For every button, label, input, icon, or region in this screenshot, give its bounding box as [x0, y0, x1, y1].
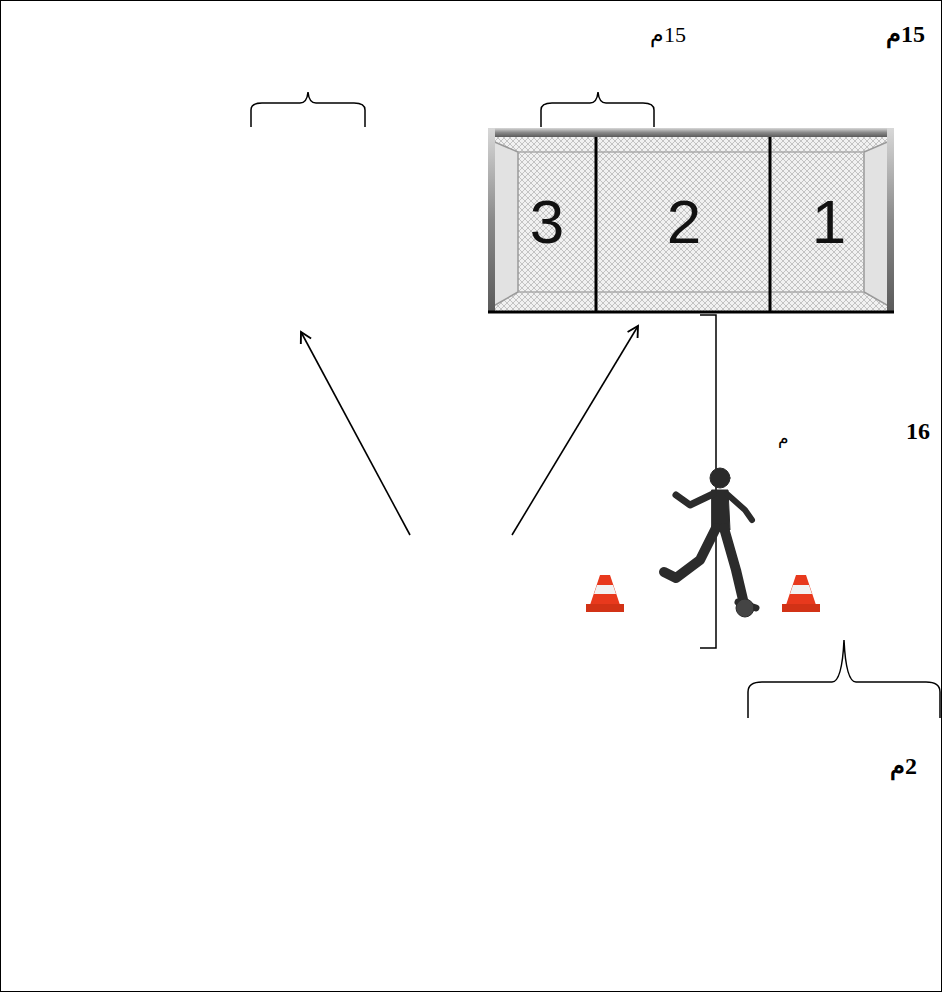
shot-arrow: [301, 332, 410, 535]
cone: [586, 575, 624, 612]
dimension-bracket: [541, 92, 654, 127]
dimension-label: 16: [906, 418, 930, 445]
zone-number: 1: [812, 191, 846, 253]
zone-number: 2: [667, 191, 701, 253]
dimension-label: 15م: [650, 22, 686, 48]
cone: [782, 575, 820, 612]
goal-zone: 1: [774, 142, 884, 302]
shot-arrow: [512, 326, 638, 535]
dimension-label: 2م: [890, 752, 917, 780]
dimension-bracket: [748, 640, 940, 718]
goal-zone: 2: [600, 142, 768, 302]
goal-zone: 3: [500, 142, 594, 302]
goal: [488, 128, 894, 312]
zone-number: 3: [530, 191, 564, 253]
dimension-label: 15م: [886, 20, 925, 48]
player-silhouette: [664, 468, 756, 617]
dimension-bracket: [251, 92, 365, 127]
dimension-label: م: [778, 428, 789, 449]
